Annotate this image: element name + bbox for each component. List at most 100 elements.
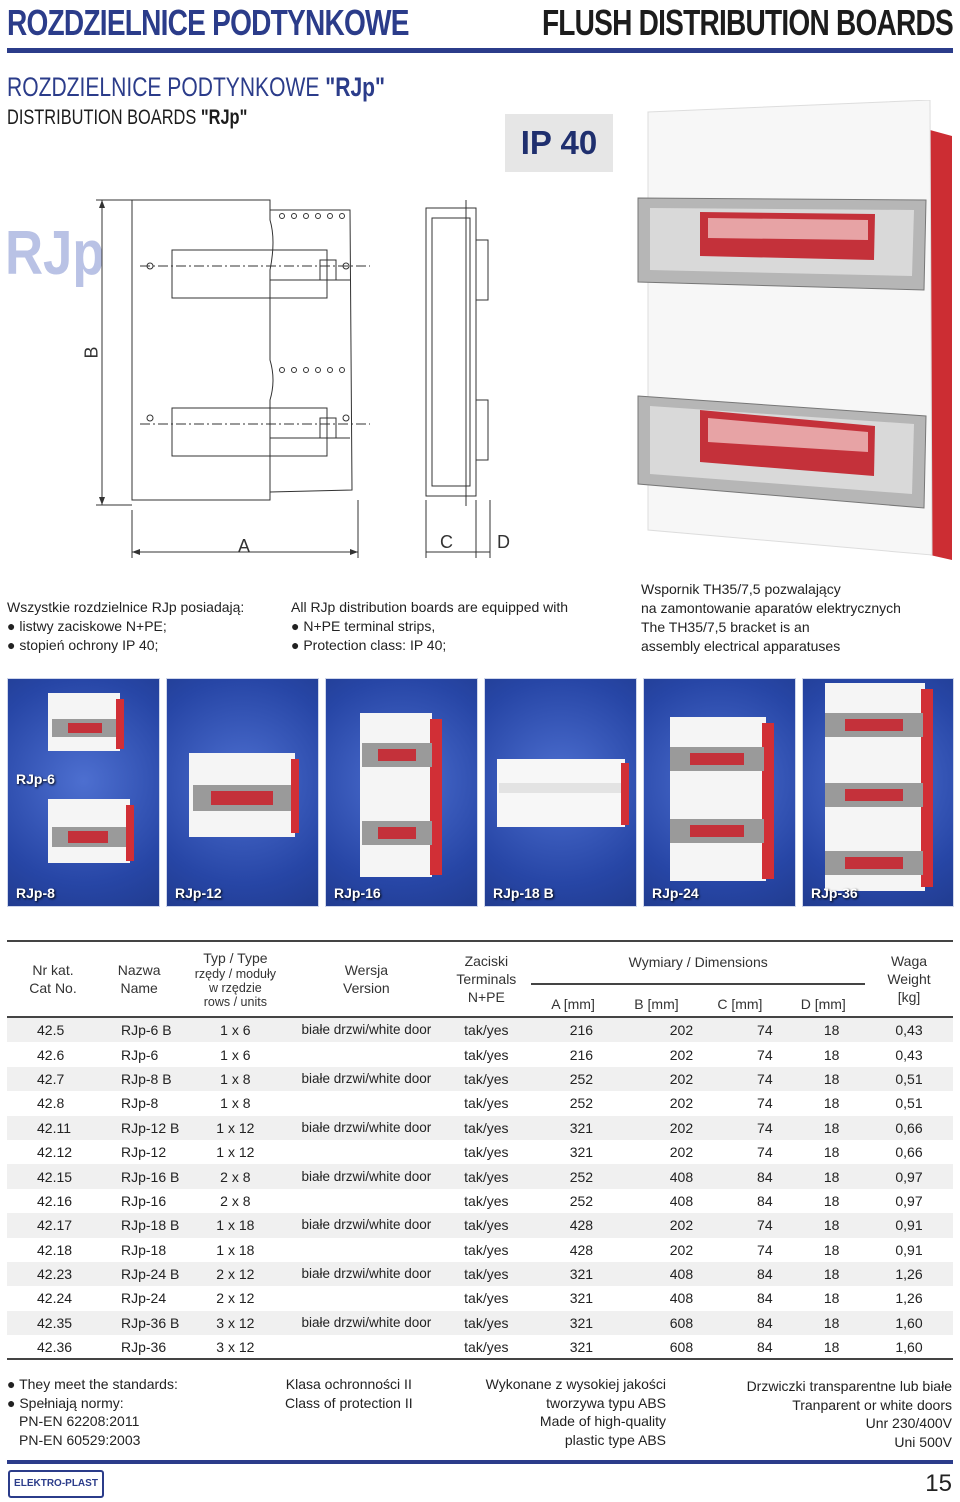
cell-type: 1 x 12 [216, 1144, 255, 1161]
front-view-outline [131, 199, 274, 501]
cell-dim-d: 18 [798, 1018, 865, 1043]
cell-dim-d: 18 [823, 1192, 840, 1209]
cell-dim-b: 202 [669, 1046, 694, 1063]
cell-terminals: tak/yes [464, 1095, 509, 1112]
cell-version [291, 1238, 441, 1262]
header-title-pl: ROZDZIELNICE PODTYNKOWE [7, 2, 409, 43]
dimension-label-b: B [81, 346, 102, 359]
cell-weight: 0,51 [895, 1095, 923, 1112]
cell-dim-c: 74 [757, 1144, 773, 1161]
thumb-tile-rjp-24: RJp-24 [643, 678, 796, 907]
col-b: B [mm] [634, 996, 679, 1012]
table-header-rule [7, 1016, 953, 1018]
thumb-label-rjp-18b: RJp-18 B [493, 885, 554, 901]
cell-dim-c: 74 [731, 1213, 799, 1238]
cell-dim-b: 202 [631, 1213, 732, 1238]
thumb-tile-rjp-12: RJp-12 [166, 678, 319, 907]
din-rail-lower [637, 395, 927, 509]
cell-weight: 0,97 [865, 1164, 953, 1189]
cell-cat-no: 42.7 [7, 1066, 99, 1092]
thumb-label-rjp-16: RJp-16 [334, 885, 381, 901]
features-pl: Wszystkie rozdzielnice RJp posiadają:● l… [7, 599, 245, 653]
side-view-outline [425, 207, 477, 497]
note-standards: ● They meet the standards:● Spełniają no… [7, 1376, 178, 1448]
thumb-label-rjp-24: RJp-24 [652, 885, 699, 901]
cell-terminals: tak/yes [441, 1115, 532, 1140]
cell-dim-a: 321 [531, 1310, 632, 1336]
cell-dim-c: 74 [731, 1066, 799, 1092]
cell-dim-d: 18 [798, 1164, 865, 1189]
cell-version: białe drzwi/white door [291, 1310, 442, 1336]
cell-name: RJp-36 B [99, 1310, 180, 1336]
cell-weight: 0,43 [865, 1018, 953, 1043]
cell-dim-d: 18 [798, 1213, 865, 1238]
cell-cat-no: 42.24 [37, 1290, 73, 1307]
cell-dim-a: 252 [569, 1192, 594, 1209]
cell-version: białe drzwi/white door [291, 1261, 442, 1287]
cell-version: białe drzwi/white door [291, 1213, 442, 1238]
cell-dim-d: 18 [798, 1115, 865, 1140]
cell-type: 1 x 6 [179, 1018, 292, 1043]
header-title-en: FLUSH DISTRIBUTION BOARDS [541, 2, 954, 43]
cell-dim-d: 18 [823, 1339, 840, 1356]
cell-cat-no: 42.18 [37, 1241, 73, 1258]
cell-type: 2 x 12 [179, 1261, 292, 1287]
subtitle-pl: ROZDZIELNICE PODTYNKOWE "RJp" [7, 72, 386, 102]
cell-dim-d: 18 [823, 1241, 840, 1258]
col-dimensions: Wymiary / Dimensions A [mm] B [mm] C [mm… [531, 940, 865, 1018]
cell-dim-b: 408 [631, 1164, 732, 1189]
cell-dim-a: 321 [569, 1339, 594, 1356]
cell-dim-c: 74 [757, 1241, 773, 1258]
cell-dim-a: 216 [569, 1046, 594, 1063]
features-en: All RJp distribution boards are equipped… [291, 599, 569, 653]
cell-terminals: tak/yes [464, 1192, 509, 1209]
cell-cat-no: 42.15 [7, 1164, 99, 1189]
ip-rating-badge: IP 40 [505, 114, 613, 172]
cell-terminals: tak/yes [464, 1144, 509, 1161]
cell-dim-a: 252 [569, 1095, 594, 1112]
din-rail-upper [637, 197, 927, 291]
cell-type: 3 x 12 [216, 1339, 255, 1356]
page-number: 15 [925, 1470, 952, 1497]
cell-dim-c: 84 [757, 1290, 773, 1307]
cell-weight: 1,26 [895, 1290, 923, 1307]
cell-name: RJp-8 B [99, 1066, 180, 1092]
cell-name: RJp-24 [121, 1290, 167, 1307]
cell-version: białe drzwi/white door [291, 1115, 442, 1140]
cell-dim-a: 321 [531, 1115, 632, 1140]
cell-name: RJp-12 B [99, 1115, 180, 1140]
cell-dim-d: 18 [823, 1095, 840, 1112]
cell-name: RJp-16 B [99, 1164, 180, 1189]
cell-type: 1 x 12 [179, 1115, 292, 1140]
col-type: Typ / Type rzędy / moduły w rzędzie rows… [194, 950, 276, 1009]
cell-dim-d: 18 [798, 1066, 865, 1092]
cell-name: RJp-24 B [99, 1261, 180, 1287]
cell-dim-a: 252 [531, 1164, 632, 1189]
cell-dim-d: 18 [798, 1261, 865, 1287]
cell-type: 1 x 8 [220, 1095, 251, 1112]
cell-name: RJp-6 [121, 1046, 159, 1063]
col-cat-no: Nr kat.Cat No. [29, 962, 77, 996]
thumb-tile-rjp-6-8: RJp-6 RJp-8 [7, 678, 160, 907]
cell-dim-d: 18 [823, 1290, 840, 1307]
cell-version [291, 1189, 441, 1213]
cell-dim-b: 608 [669, 1339, 694, 1356]
col-c: C [mm] [717, 996, 763, 1012]
cell-dim-b: 202 [631, 1018, 732, 1043]
header-rule [7, 48, 953, 53]
cell-weight: 1,60 [865, 1310, 953, 1336]
cell-version: białe drzwi/white door [291, 1066, 442, 1092]
cell-dim-b: 202 [669, 1095, 694, 1112]
